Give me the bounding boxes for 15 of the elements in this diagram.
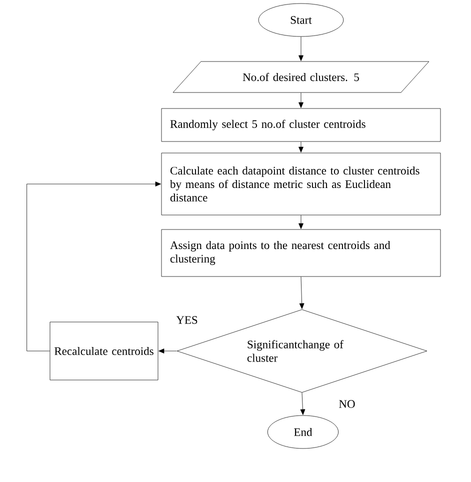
process-box: Recalculate centroids xyxy=(50,322,158,380)
process-box: Calculate each datapoint distance to cluster centroids by means of distance metric such as Euclidean distance xyxy=(161,152,441,216)
arrow xyxy=(298,215,304,229)
edge-label: YES xyxy=(175,315,199,325)
arrow xyxy=(158,348,177,354)
process-box: Randomly select 5 no.of cluster centroids xyxy=(161,108,441,142)
arrow xyxy=(298,92,304,108)
arrow xyxy=(26,182,161,352)
arrow xyxy=(300,392,306,415)
edge-label: NO xyxy=(338,399,356,409)
arrow xyxy=(299,276,304,309)
arrow xyxy=(298,36,304,61)
input-parallelogram: No.of desired clusters. 5 xyxy=(172,61,430,93)
arrow xyxy=(298,142,304,152)
process-box: Assign data points to the nearest centroids and clustering xyxy=(161,229,441,277)
